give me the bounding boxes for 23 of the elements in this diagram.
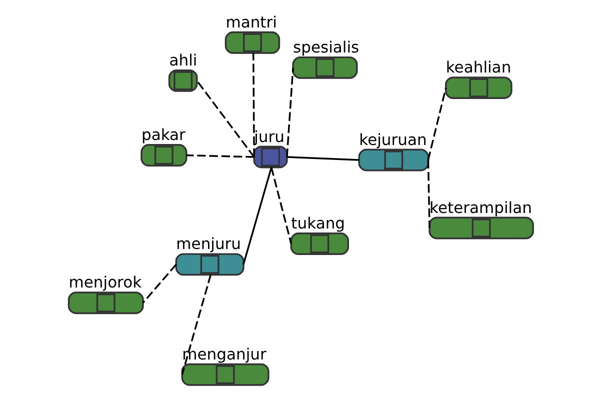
node-label: juru bbox=[254, 128, 284, 146]
connector bbox=[426, 88, 446, 160]
node-label: kejuruan bbox=[358, 130, 426, 149]
node-label: keterampilan bbox=[429, 198, 532, 217]
connector bbox=[270, 167, 292, 244]
node-label: spesialis bbox=[292, 38, 359, 56]
node-label: ahli bbox=[168, 52, 197, 70]
node-label: keahlian bbox=[445, 58, 511, 77]
node-label: menganjur bbox=[182, 345, 266, 364]
connector bbox=[286, 156, 359, 161]
connector bbox=[252, 53, 254, 157]
node-label: tukang bbox=[290, 214, 345, 233]
node-label: menjuru bbox=[176, 235, 241, 254]
node-label: menjorok bbox=[68, 274, 142, 292]
connector bbox=[426, 160, 430, 228]
connector bbox=[186, 154, 254, 158]
connector bbox=[242, 167, 272, 265]
connector bbox=[142, 264, 176, 304]
node-label: mantri bbox=[225, 13, 276, 32]
connector bbox=[196, 80, 254, 158]
node-label: pakar bbox=[140, 126, 185, 144]
connector bbox=[286, 68, 294, 158]
connector bbox=[180, 274, 211, 375]
